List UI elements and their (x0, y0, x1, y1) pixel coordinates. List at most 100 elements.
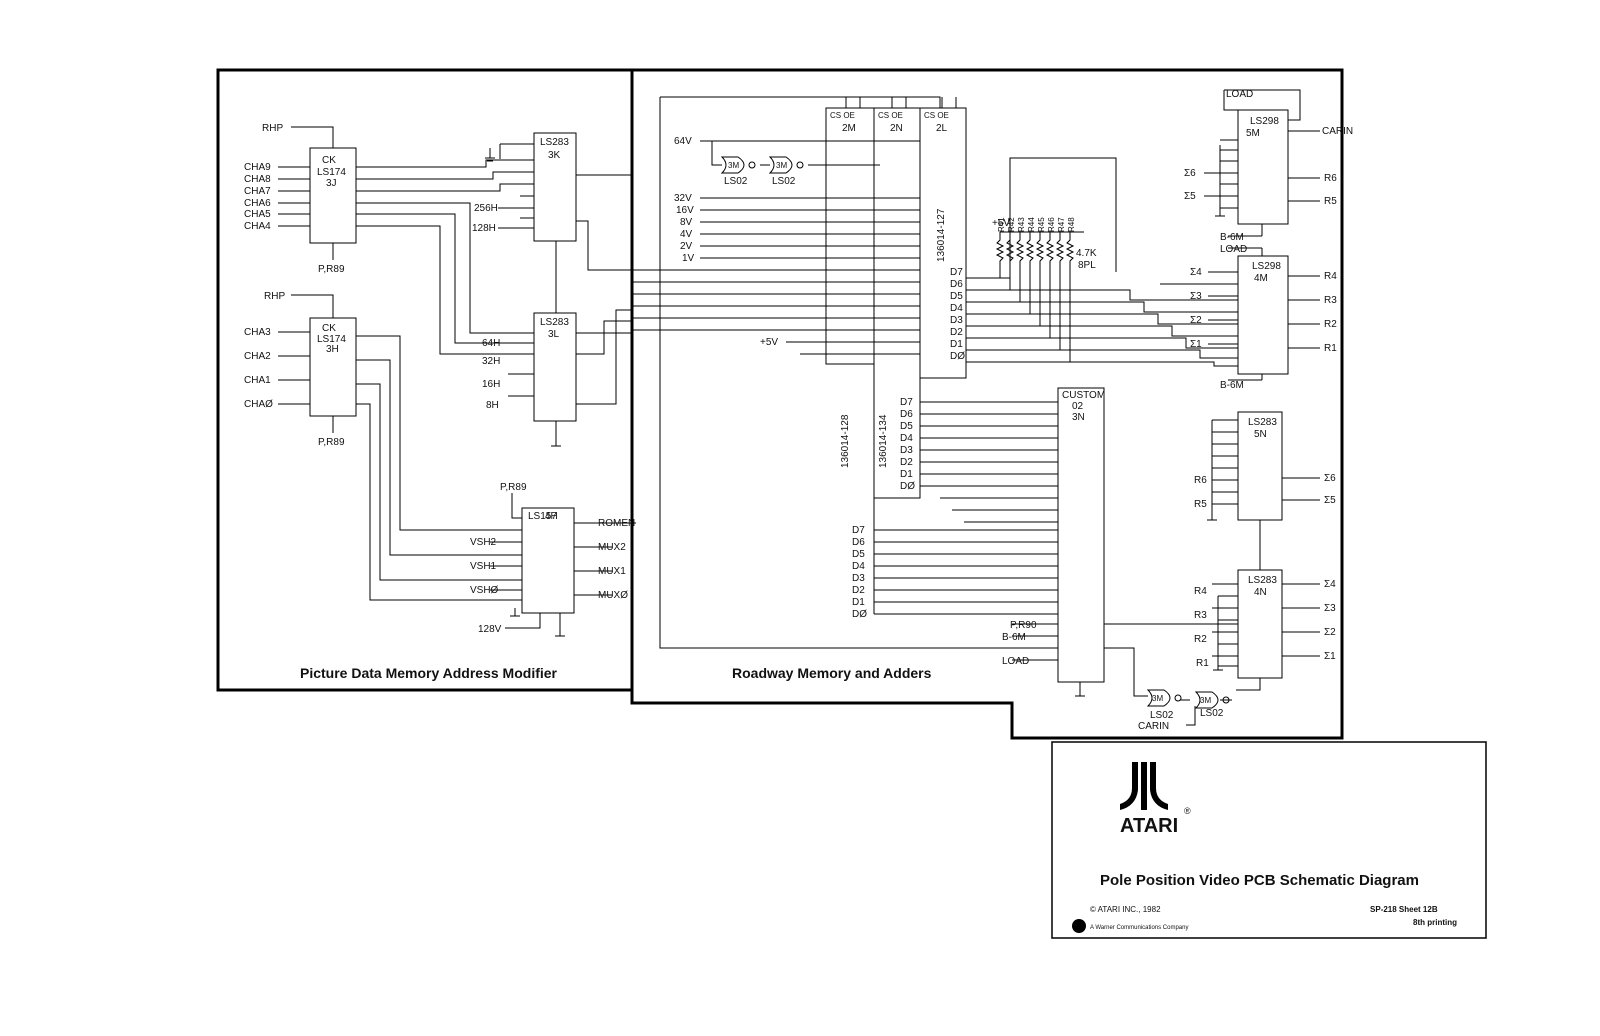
sum2-in-label: Σ2 (1190, 315, 1202, 326)
n-d1: D1 (900, 469, 913, 480)
cha0-label: CHAØ (244, 399, 273, 410)
n-d6: D6 (900, 409, 913, 420)
v4-label: 4V (680, 229, 693, 240)
chip-3j-loc: 3J (326, 178, 337, 189)
m-d5: D5 (852, 549, 865, 560)
chip-3l-type: LS283 (540, 317, 569, 328)
chip-3j-type: LS174 (317, 167, 346, 178)
rom-d4: D4 (950, 303, 963, 314)
gate-3m-label-1: 3M (728, 161, 739, 170)
load-label-2: LOAD (1226, 89, 1253, 100)
rom-2n-loc: 2N (890, 123, 903, 134)
warner-logo-icon (1072, 919, 1086, 933)
v1-label: 1V (682, 253, 695, 264)
mux0-label: MUXØ (598, 590, 628, 601)
m-d1: D1 (852, 597, 865, 608)
r45-label: R45 (1037, 217, 1046, 232)
cha5-label: CHA5 (244, 209, 271, 220)
chip-4n-type: LS283 (1248, 575, 1277, 586)
b6m-label-1: B-6M (1002, 632, 1026, 643)
custom-loc: 3N (1072, 412, 1085, 423)
frame (216, 68, 1344, 740)
m-d4: D4 (852, 561, 865, 572)
chip-3l-loc: 3L (548, 329, 560, 340)
h128-label: 128H (472, 223, 496, 234)
r41-label: R41 (997, 217, 1006, 232)
rom-d6: D6 (950, 279, 963, 290)
chip-3k-loc: 3K (548, 150, 561, 161)
cha2-label: CHA2 (244, 351, 271, 362)
custom-type: CUSTOM (1062, 390, 1105, 401)
gate-ls02-label-3: LS02 (1150, 710, 1174, 721)
gate-3m-label-3: 3M (1152, 694, 1163, 703)
cha4-label: CHA4 (244, 221, 271, 232)
r44-label: R44 (1027, 217, 1036, 232)
sum6-out-label: Σ6 (1324, 473, 1336, 484)
rom-d2: D2 (950, 327, 963, 338)
pr89-label-2: P,R89 (318, 437, 345, 448)
romen-label: ROMEN (598, 518, 635, 529)
right-section (1009, 89, 1320, 726)
sum1-out-label: Σ1 (1324, 651, 1336, 662)
r46-label: R46 (1047, 217, 1056, 232)
printing-text: 8th printing (1413, 918, 1457, 927)
right-chip-labels: LS298 5M LS298 4M LS283 5N LS283 4N (1246, 116, 1281, 598)
carin-label-2: CARIN (1138, 721, 1169, 732)
n-d2: D2 (900, 457, 913, 468)
mux1-label: MUX1 (598, 566, 626, 577)
gate-labels-bottom: 3M 3M LS02 LS02 (1150, 694, 1224, 721)
n-d0: DØ (900, 481, 915, 492)
pr90-label: P,R90 (1010, 620, 1037, 631)
rom-2m-part: 136014-128 (840, 414, 851, 468)
rom-d0: DØ (950, 351, 965, 362)
r1-in-label: R1 (1196, 658, 1209, 669)
cha1-label: CHA1 (244, 375, 271, 386)
rom-data-labels: D7 D6 D5 D4 D3 D2 D1 DØ (950, 267, 965, 362)
r6-out-label: R6 (1324, 173, 1337, 184)
copyright-text: © ATARI INC., 1982 (1090, 905, 1161, 914)
rhp-label-2: RHP (264, 291, 285, 302)
rom-d5: D5 (950, 291, 963, 302)
pr89-label-3: P,R89 (500, 482, 527, 493)
r3-in-label: R3 (1194, 610, 1207, 621)
chip-3h-ck: CK (322, 323, 336, 334)
r2-in-label: R2 (1194, 634, 1207, 645)
v16-label: 16V (676, 205, 694, 216)
chip-4h-type: LS157 (528, 511, 557, 522)
v-input-labels: 64V 32V 16V 8V 4V 2V 1V +5V (674, 136, 778, 348)
res-plus5-label: +5V (992, 218, 1010, 229)
carin-label-1: CARIN (1322, 126, 1353, 137)
left-section-title: Picture Data Memory Address Modifier (300, 665, 558, 681)
right-section-title: Roadway Memory and Adders (732, 665, 932, 681)
m-d0: DØ (852, 609, 867, 620)
rom-d1: D1 (950, 339, 963, 350)
v2-label: 2V (680, 241, 693, 252)
rom-2n-csoe: CS OE (878, 111, 903, 120)
h16-label: 16H (482, 379, 500, 390)
m-d3: D3 (852, 573, 865, 584)
n-d4: D4 (900, 433, 913, 444)
mux2-label: MUX2 (598, 542, 626, 553)
custom-part: 02 (1072, 401, 1084, 412)
rhp-label-1: RHP (262, 123, 283, 134)
sum5-in-label: Σ5 (1184, 191, 1196, 202)
rom-2l-loc: 2L (936, 123, 948, 134)
diagram-title: Pole Position Video PCB Schematic Diagra… (1100, 872, 1419, 889)
gate-3m-label-4: 3M (1200, 696, 1211, 705)
pr89-label-1: P,R89 (318, 264, 345, 275)
cha6-label: CHA6 (244, 198, 271, 209)
res-pos-label: 8PL (1078, 260, 1096, 271)
resistor-pack (995, 231, 1084, 362)
chip-5n-loc: 5N (1254, 429, 1267, 440)
sum4-in-label: Σ4 (1190, 267, 1202, 278)
left-chip-labels: CK LS174 3J LS283 3K CK LS174 3H LS283 3… (317, 137, 569, 522)
nor-gates-bottom (1146, 689, 1230, 709)
chip-4m-loc: 4M (1254, 273, 1268, 284)
gate-ls02-label-4: LS02 (1200, 708, 1224, 719)
chip-4m-type: LS298 (1252, 261, 1281, 272)
r42-label: R42 (1007, 217, 1016, 232)
sum3-out-label: Σ3 (1324, 603, 1336, 614)
left-net-labels: RHP RHP P,R89 P,R89 P,R89 CHA9 CHA8 CHA7… (244, 123, 635, 635)
load-label-1: LOAD (1002, 656, 1029, 667)
